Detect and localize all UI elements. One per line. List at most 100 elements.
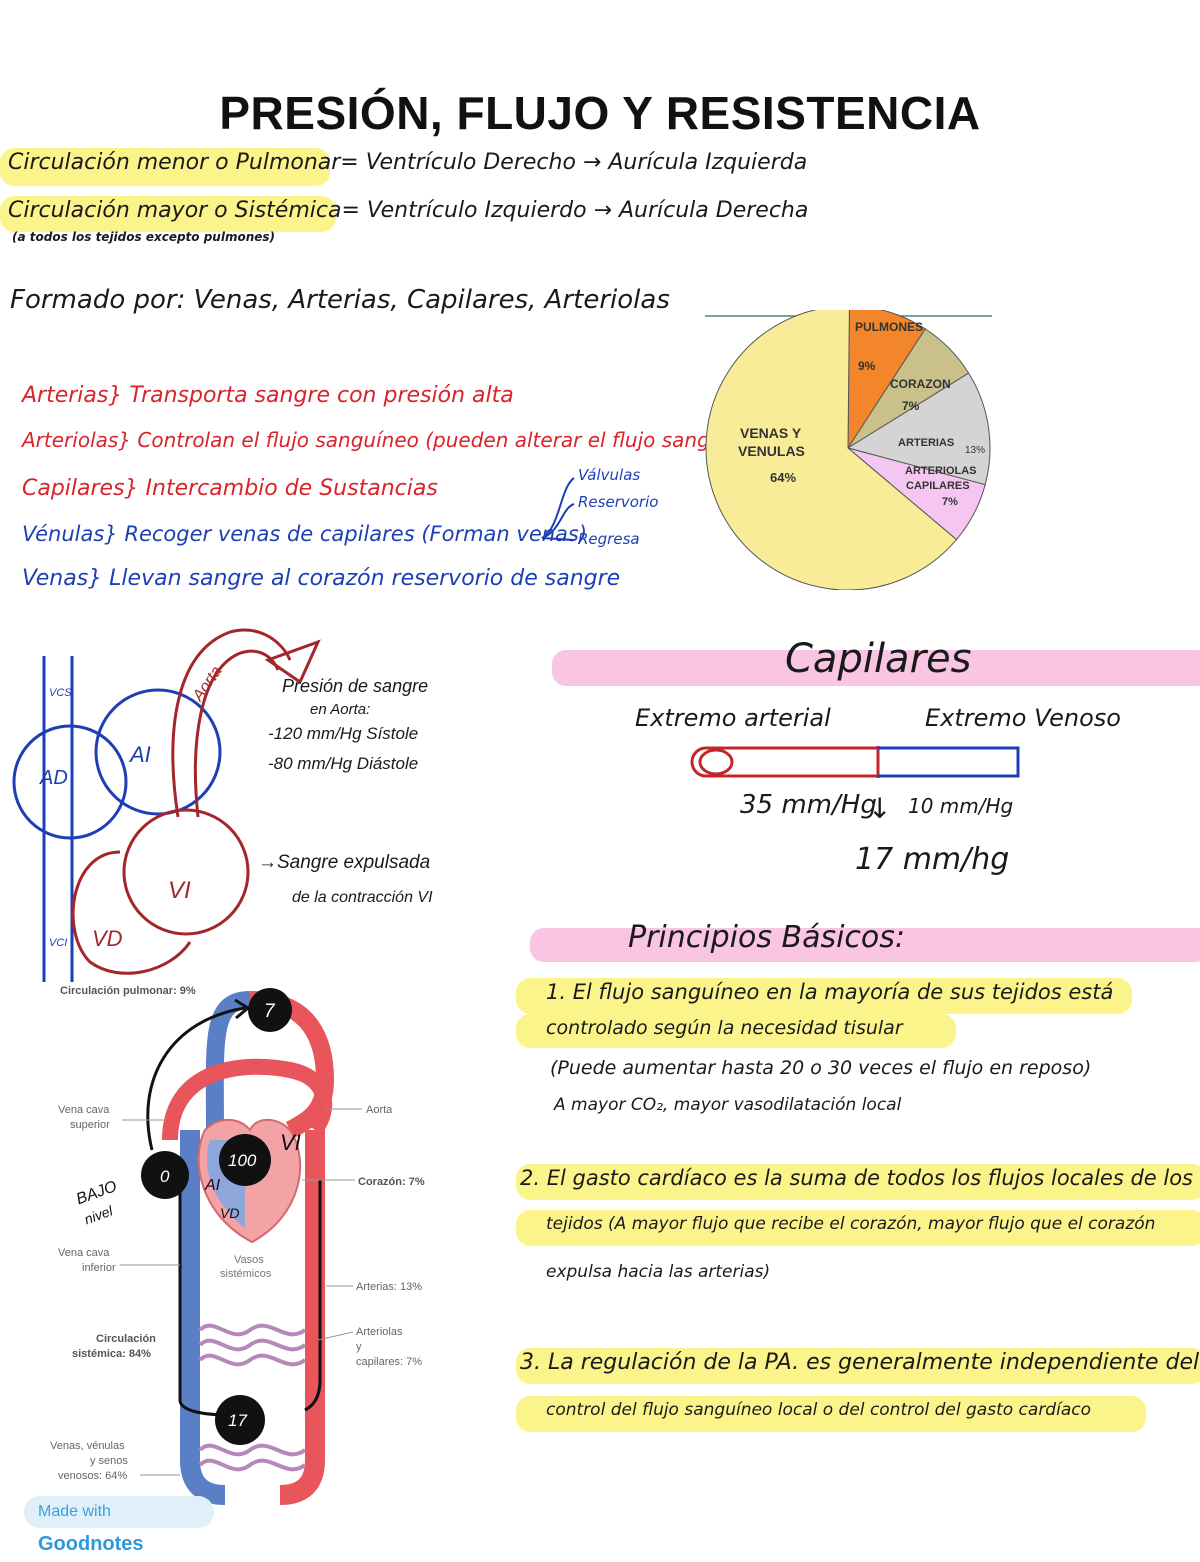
principles-highlight bbox=[530, 928, 1200, 962]
pie-slice-0 bbox=[847, 310, 926, 450]
circ-vci-2: inferior bbox=[82, 1262, 116, 1274]
heart-sketch: VCS VCI AD AI VD VI Aorta Presión de san… bbox=[12, 628, 433, 982]
venous-end-label: Extremo Venoso bbox=[925, 704, 1121, 732]
circ-n0: 0 bbox=[160, 1167, 170, 1186]
major-circulation: Circulación mayor o Sistémica= Ventrícul… bbox=[8, 198, 809, 223]
principles-heading: Principios Básicos: bbox=[628, 920, 906, 955]
vessel-arterias: Arterias} Transporta sangre con presión … bbox=[22, 383, 514, 408]
circ-arterias: Arterias: 13% bbox=[356, 1281, 422, 1293]
circ-systemic-1: Circulación bbox=[96, 1333, 156, 1345]
sketch-diastolic: -80 mm/Hg Diástole bbox=[268, 754, 418, 773]
sketch-ad: AD bbox=[39, 767, 68, 789]
major-circulation-note: (a todos los tejidos excepto pulmones) bbox=[12, 230, 276, 244]
pie-slice-2 bbox=[846, 372, 991, 486]
circ-pulmonary: Circulación pulmonar: 9% bbox=[60, 985, 196, 997]
circ-arteriolas-2: y bbox=[356, 1341, 362, 1353]
circulation-diagram: 7 100 0 17 VI AI VD BAJO nivel Circulaci… bbox=[50, 985, 425, 1505]
circ-n100: 100 bbox=[228, 1151, 257, 1170]
pressure-arrow: ↓ bbox=[868, 792, 892, 825]
principle-1-line-2: controlado según la necesidad tisular bbox=[546, 1017, 903, 1039]
badge-made: Made with bbox=[38, 1503, 111, 1520]
circ-vci-1: Vena cava bbox=[58, 1247, 110, 1259]
circ-vcs-1: Vena cava bbox=[58, 1104, 110, 1116]
feature-reservorio: Reservorio bbox=[578, 493, 659, 511]
circ-heart: Corazón: 7% bbox=[358, 1176, 425, 1188]
p1-highlight-1 bbox=[516, 978, 1132, 1014]
pie-pct-pulmones: 9% bbox=[858, 359, 876, 373]
made-with-badge: Made with Goodnotes bbox=[24, 1496, 214, 1555]
badge-brand: Goodnotes bbox=[38, 1533, 144, 1555]
pie-pct-corazon: 7% bbox=[902, 399, 920, 413]
sketch-vci: VCI bbox=[49, 937, 67, 949]
p2-highlight-1 bbox=[516, 1164, 1200, 1200]
sketch-expelled-2: de la contracción VI bbox=[292, 889, 433, 906]
circ-veins-1: Venas, vénulas bbox=[50, 1440, 125, 1452]
pie-pct-venas: 64% bbox=[770, 470, 796, 485]
pie-label-corazon: CORAZON bbox=[890, 377, 951, 391]
circ-veins-2: y senos bbox=[90, 1455, 128, 1467]
circ-n17: 17 bbox=[228, 1411, 247, 1430]
p1-highlight-2 bbox=[516, 1014, 956, 1048]
circ-n7: 7 bbox=[264, 1001, 276, 1022]
distribution-pie-chart: PULMONES 9% CORAZON 7% ARTERIAS 13% ARTE… bbox=[705, 310, 992, 590]
p3-highlight-1 bbox=[516, 1348, 1200, 1384]
arterial-pressure: 35 mm/Hg bbox=[740, 790, 877, 820]
principle-3-line-2: control del flujo sanguíneo local o del … bbox=[546, 1400, 1091, 1420]
mean-pressure: 17 mm/hg bbox=[855, 842, 1010, 877]
pie-label-arterias: ARTERIAS bbox=[898, 437, 954, 449]
feature-valvulas: Válvulas bbox=[578, 466, 641, 484]
sketch-ai: AI bbox=[128, 742, 151, 767]
vessel-arteriolas: Arteriolas} Controlan el flujo sanguíneo… bbox=[22, 428, 774, 452]
capilares-heading: Capilares bbox=[785, 636, 972, 682]
pie-slices bbox=[705, 310, 991, 590]
circ-vasos-2: sistémicos bbox=[220, 1268, 272, 1280]
highlight-minor bbox=[0, 148, 330, 186]
pie-pct-arteriolas: 7% bbox=[942, 496, 958, 508]
sketch-vi: VI bbox=[168, 877, 191, 904]
vessel-venas: Venas} Llevan sangre al corazón reservor… bbox=[22, 566, 621, 591]
circ-systemic-2: sistémica: 84% bbox=[72, 1348, 151, 1360]
principle-3-line-1: 3. La regulación de la PA. es generalmen… bbox=[520, 1350, 1200, 1375]
feature-regresa: Regresa bbox=[578, 530, 640, 548]
circ-arteriolas-3: capilares: 7% bbox=[356, 1356, 422, 1368]
sketch-systolic: -120 mm/Hg Sístole bbox=[268, 724, 418, 743]
principle-2-line-3: expulsa hacia las arterias) bbox=[546, 1262, 771, 1282]
pie-label-venas-2: VENULAS bbox=[738, 443, 805, 459]
principle-1-line-4: A mayor CO₂, mayor vasodilatación local bbox=[554, 1095, 902, 1115]
pie-slice-4 bbox=[705, 310, 958, 590]
capillary-tube bbox=[690, 746, 1020, 778]
principle-1-line-1: 1. El flujo sanguíneo en la mayoría de s… bbox=[546, 980, 1114, 1004]
page-title: PRESIÓN, FLUJO Y RESISTENCIA bbox=[219, 87, 981, 139]
sketch-pressure-title-1: Presión de sangre bbox=[282, 676, 428, 696]
minor-circulation: Circulación menor o Pulmonar= Ventrículo… bbox=[8, 150, 808, 175]
pie-label-arteriolas-2: CAPILARES bbox=[906, 480, 970, 492]
highlight-major bbox=[0, 196, 336, 232]
circ-aorta: Aorta bbox=[366, 1104, 393, 1116]
sketch-expelled-1: →Sangre expulsada bbox=[258, 852, 430, 873]
capilares-highlight bbox=[552, 650, 1200, 686]
circ-vcs-2: superior bbox=[70, 1119, 110, 1131]
circ-vd: VD bbox=[220, 1205, 239, 1221]
vessel-venulas: Vénulas} Recoger venas de capilares (For… bbox=[22, 522, 588, 546]
principle-1-line-3: (Puede aumentar hasta 20 o 30 veces el f… bbox=[550, 1057, 1092, 1079]
circ-nivel: nivel bbox=[82, 1202, 115, 1227]
circ-ai: AI bbox=[204, 1177, 221, 1194]
sketch-aorta: Aorta bbox=[189, 663, 225, 705]
principle-2-line-2: tejidos (A mayor flujo que recibe el cor… bbox=[546, 1214, 1156, 1234]
vein-features-arrows bbox=[541, 477, 575, 541]
circ-vasos-1: Vasos bbox=[234, 1254, 264, 1266]
vessel-capilares: Capilares} Intercambio de Sustancias bbox=[22, 476, 438, 501]
formed-by: Formado por: Venas, Arterias, Capilares,… bbox=[10, 285, 670, 315]
pie-pct-arterias: 13% bbox=[965, 445, 985, 456]
principle-2-line-1: 2. El gasto cardíaco es la suma de todos… bbox=[520, 1166, 1193, 1190]
arterial-end-label: Extremo arterial bbox=[635, 704, 831, 732]
venous-pressure: 10 mm/Hg bbox=[908, 794, 1014, 818]
pie-label-venas-1: VENAS Y bbox=[740, 425, 802, 441]
sketch-vd: VD bbox=[92, 926, 123, 951]
p2-highlight-2 bbox=[516, 1210, 1200, 1246]
circ-veins-3: venosos: 64% bbox=[58, 1470, 127, 1482]
pie-label-arteriolas-1: ARTERIOLAS bbox=[905, 465, 977, 477]
p3-highlight-2 bbox=[516, 1396, 1146, 1432]
circ-vi: VI bbox=[280, 1130, 301, 1155]
circ-bajo: BAJO bbox=[74, 1178, 119, 1208]
